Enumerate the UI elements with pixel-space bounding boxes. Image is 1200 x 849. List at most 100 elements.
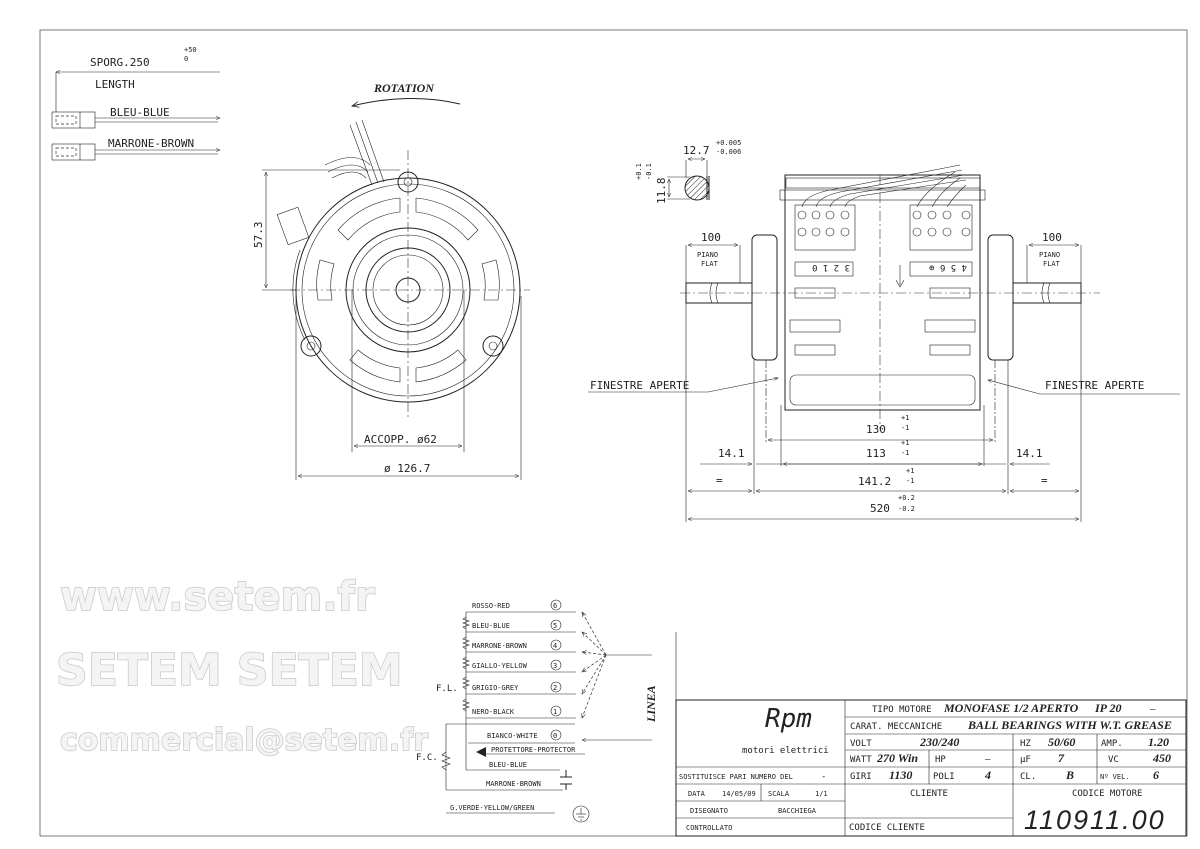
flat-label-right: FLAT xyxy=(1043,260,1061,268)
motor-side-view: 3 2 1 0 4 5 6 ⊕ 100 PIANO FLAT 100 PIANO… xyxy=(588,164,1180,522)
disegnato-label: DISEGNATO xyxy=(690,807,728,815)
dim-520-tol-plus: +0.2 xyxy=(898,494,915,502)
internal-leads xyxy=(801,164,967,208)
uf-label: µF xyxy=(1020,755,1031,765)
cl-value: B xyxy=(1065,768,1074,782)
hp-label: HP xyxy=(935,755,946,765)
dim-141-2: 141.2 xyxy=(858,475,891,488)
shaft-left xyxy=(685,282,753,304)
shaft-section-detail: 12.7 +0.005 -0.006 11.8 +0.1 -0.1 xyxy=(635,139,741,204)
wire-label: ROSSO-RED xyxy=(472,602,510,610)
dim-height-57-3: 57.3 xyxy=(252,222,265,249)
dim-141-tol-minus: -1 xyxy=(906,477,914,485)
end-plate-right xyxy=(987,234,1014,361)
piano-label-left: PIANO xyxy=(697,251,718,259)
terminal-number: 6 xyxy=(553,602,557,610)
terminal-number: 5 xyxy=(553,622,557,630)
winding-resistor-icon xyxy=(462,636,470,650)
lead-wire-bundle xyxy=(276,119,385,246)
capacitor-icon xyxy=(560,770,572,790)
shaft-right xyxy=(1012,282,1082,304)
terminal-number-circle xyxy=(550,619,562,631)
line-label: LINEA xyxy=(644,685,658,723)
terminal-block-left xyxy=(794,204,856,251)
sostituisce-label: SOSTITUISCE PARI NUMERO DEL xyxy=(679,773,793,781)
wire-label: GIALLO-YELLOW xyxy=(472,662,528,670)
terminal-numbers-left: 3 2 1 0 xyxy=(812,262,850,272)
lead-wires-detail: SPORG.250 +50 0 LENGTH BLEU-BLUE MARRONE… xyxy=(51,46,220,161)
cl-label: CL. xyxy=(1020,772,1036,782)
ground-icon xyxy=(572,805,590,823)
flat-length-left: 100 xyxy=(701,231,721,244)
wire-label-brown: MARRONE-BROWN xyxy=(108,137,194,150)
speed-wire-1: NERO-BLACK 1 xyxy=(466,654,607,718)
length-tol-minus: 0 xyxy=(184,55,188,63)
wire-label: NERO-BLACK xyxy=(472,708,515,716)
terminal-number-circle xyxy=(550,659,562,671)
end-plate-left xyxy=(751,234,778,361)
dim-113-tol-minus: -1 xyxy=(901,449,909,457)
watermark-brand: SETEM SETEM xyxy=(56,645,403,696)
fl-label: F.L. xyxy=(436,684,458,694)
amp-label: AMP. xyxy=(1101,739,1123,749)
controllato-label: CONTROLLATO xyxy=(686,824,732,832)
title-block: Rpm motori elettrici TIPO MOTORE MONOFAS… xyxy=(675,632,1187,837)
shaft-width-12-7: 12.7 xyxy=(683,144,710,157)
dim-14-1-left: 14.1 xyxy=(718,447,745,460)
terminal-number: 4 xyxy=(553,642,557,650)
winding-resistor-icon xyxy=(462,676,470,690)
dim-130-tol-plus: +1 xyxy=(901,414,909,422)
line-connection-arrow xyxy=(582,654,607,718)
rotation-arrow-icon xyxy=(352,97,461,106)
hz-label: HZ xyxy=(1020,739,1031,749)
scala-label: SCALA xyxy=(768,790,790,798)
uf-value: 7 xyxy=(1058,751,1065,765)
wire-label-brown-aux: MARRONE-BROWN xyxy=(486,780,541,788)
connector-brown: MARRONE-BROWN xyxy=(51,137,220,161)
dim-130-tol-minus: -1 xyxy=(901,424,909,432)
terminal-number: 1 xyxy=(553,708,557,716)
fc-label: F.C. xyxy=(416,753,438,763)
protector-icon xyxy=(476,747,486,757)
rotation-label: ROTATION xyxy=(373,81,435,95)
length-tol-plus: +50 xyxy=(184,46,197,54)
terminal-numbers-right: 4 5 6 ⊕ xyxy=(929,262,967,272)
line-connection-arrow xyxy=(582,654,607,672)
vel-value: 6 xyxy=(1153,768,1159,782)
line-connection-arrow xyxy=(582,632,607,656)
length-caption: LENGTH xyxy=(95,78,135,91)
winding-resistor-icon xyxy=(462,616,470,630)
poli-label: POLI xyxy=(933,772,955,782)
dim-520: 520 xyxy=(870,502,890,515)
terminal-number-circle xyxy=(550,599,562,611)
wire-label-white: BIANCO-WHITE xyxy=(487,732,538,740)
dim-130: 130 xyxy=(866,423,886,436)
rpm-logo: Rpm xyxy=(765,704,812,734)
giri-label: GIRI xyxy=(850,772,872,782)
sostituisce-value: - xyxy=(821,772,826,782)
shaft-flat-tol-plus: +0.1 xyxy=(635,163,643,180)
length-label: SPORG.250 xyxy=(90,56,150,69)
wire-label-blue: BLEU-BLUE xyxy=(110,106,170,119)
dim-coupling-62: ACCOPP. ø62 xyxy=(364,433,437,446)
disegnato-value: BACCHIEGA xyxy=(778,807,817,815)
dim-113: 113 xyxy=(866,447,886,460)
ip-extra: — xyxy=(1150,705,1156,715)
shaft-width-tol-plus: +0.005 xyxy=(716,139,741,147)
terminal-number-circle xyxy=(550,705,562,717)
hz-value: 50/60 xyxy=(1048,735,1075,749)
hp-value: — xyxy=(985,755,991,765)
speed-wire-6: ROSSO-RED 6 xyxy=(462,599,607,656)
winding-resistor-icon xyxy=(462,698,470,712)
flat-length-right: 100 xyxy=(1042,231,1062,244)
shaft-width-tol-minus: -0.006 xyxy=(716,148,741,156)
ip-rating: IP 20 xyxy=(1094,701,1122,715)
mounting-bolts xyxy=(300,171,504,357)
line-connection-arrow xyxy=(582,652,607,656)
watermark: www.setem.fr SETEM SETEM commercial@sete… xyxy=(55,573,429,759)
